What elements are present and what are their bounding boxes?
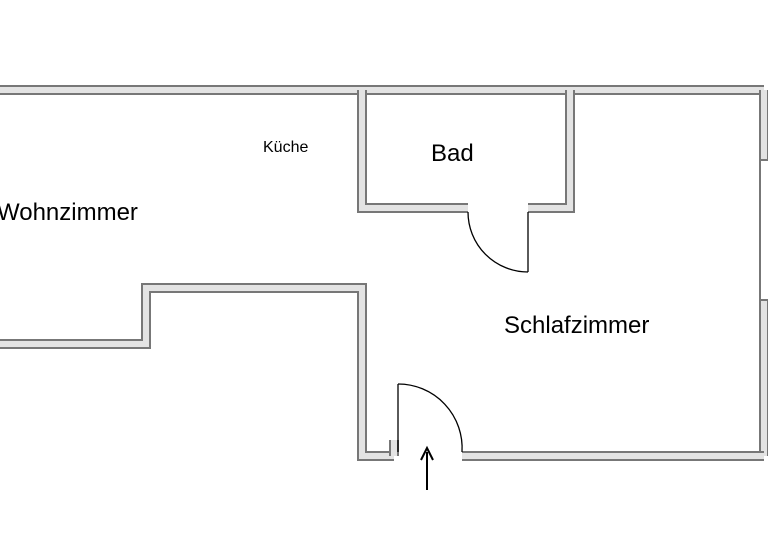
room-label-schlafzimmer: Schlafzimmer [504, 312, 649, 339]
arrow-up-icon [420, 445, 434, 490]
entrance-door [397, 383, 463, 453]
room-label-kueche: Küche [263, 139, 308, 156]
wall-bad-right [528, 90, 575, 213]
window-right [759, 159, 768, 301]
room-label-bad: Bad [431, 140, 474, 167]
walls [0, 85, 768, 461]
room-label-wohnzimmer: Wohnzimmer [0, 199, 138, 226]
wall-inner-step [0, 283, 394, 461]
bad-door [467, 211, 529, 273]
